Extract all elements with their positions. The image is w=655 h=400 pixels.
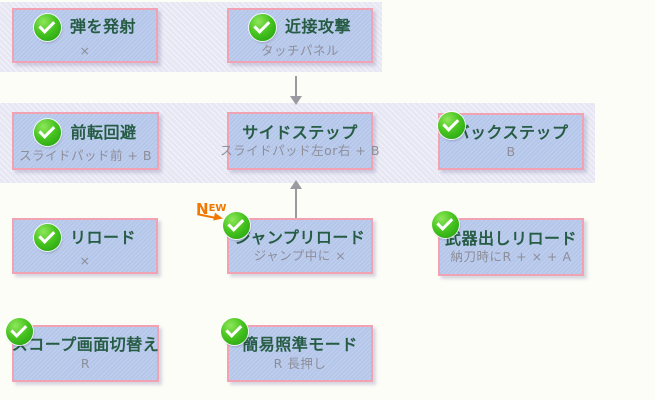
- check-icon: [221, 318, 248, 345]
- node-title: 前転回避: [70, 122, 137, 142]
- new-badge: NEW: [196, 199, 232, 225]
- node-title: 近接攻撃: [284, 17, 351, 37]
- node-button-hint: スライドパッド前 + B: [19, 148, 152, 164]
- check-icon: [33, 13, 61, 41]
- node-title: リロード: [69, 227, 136, 247]
- check-icon: [33, 224, 61, 252]
- node-scope-view-toggle: スコープ画面切替え R: [6, 318, 160, 382]
- node-button-hint: R 長押し: [273, 355, 327, 371]
- node-jump-reload: ジャンプリロード ジャンプ中に ×: [223, 212, 373, 274]
- node-button-hint: タッチパネル: [260, 42, 339, 58]
- node-forward-roll: 前転回避 スライドパッド前 + B: [12, 112, 159, 170]
- node-easy-aim-mode: 簡易照準モード R 長押し: [221, 318, 373, 382]
- arrow-head-down-icon: [290, 96, 302, 105]
- node-button-hint: B: [506, 143, 516, 159]
- check-icon: [432, 211, 459, 238]
- node-side-step: サイドステップ スライドパッド左or右 + B: [220, 112, 379, 170]
- check-icon: [6, 318, 33, 345]
- check-icon: [34, 119, 62, 147]
- node-weapon-out-reload: 武器出しリロード 納刀時にR + × + A: [432, 211, 584, 276]
- connector-arrow-down: [290, 76, 302, 105]
- node-title: スコープ画面切替え: [11, 335, 160, 355]
- node-fire-bullet: 弾を発射 ×: [12, 8, 158, 63]
- node-reload: リロード ×: [12, 218, 158, 274]
- node-title: 弾を発射: [69, 17, 136, 37]
- node-button-hint: ジャンプ中に ×: [253, 248, 347, 264]
- arrow-shaft: [295, 189, 297, 218]
- node-title: 武器出しリロード: [444, 228, 577, 248]
- node-title: ジャンプリロード: [234, 227, 366, 247]
- node-melee-attack: 近接攻撃 タッチパネル: [227, 8, 373, 63]
- node-button-hint: ×: [79, 42, 91, 58]
- node-button-hint: R: [80, 355, 91, 371]
- connector-arrow-up: [290, 180, 302, 218]
- node-button-hint: スライドパッド左or右 + B: [220, 143, 380, 159]
- node-back-step: バックステップ B: [438, 112, 584, 170]
- arrow-head-up-icon: [290, 180, 302, 189]
- node-title: バックステップ: [453, 123, 569, 143]
- node-title: 簡易照準モード: [242, 335, 358, 355]
- new-badge-text: EW: [208, 203, 227, 214]
- arrow-shaft: [295, 76, 297, 96]
- check-icon: [248, 13, 276, 41]
- node-button-hint: ×: [79, 253, 91, 269]
- check-icon: [438, 112, 465, 139]
- node-button-hint: 納刀時にR + × + A: [450, 249, 572, 265]
- check-icon: [223, 212, 250, 239]
- node-title: サイドステップ: [242, 122, 358, 142]
